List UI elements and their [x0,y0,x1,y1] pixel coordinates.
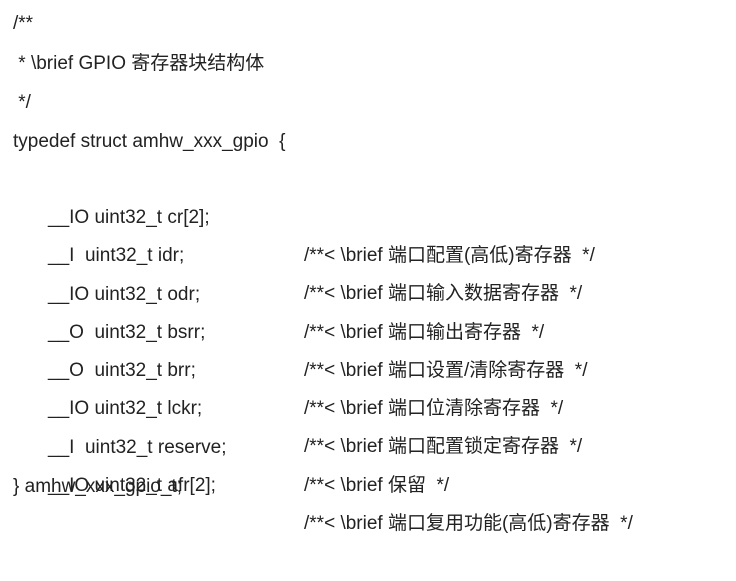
doc-comment-brief: * \brief GPIO 寄存器块结构体 [13,53,265,74]
member-comment: /**< \brief 端口设置/清除寄存器 */ [304,360,588,381]
member-declaration: __I uint32_t reserve; [48,437,227,458]
doc-comment-close: */ [13,92,31,113]
doc-comment-open: /** [13,13,34,34]
member-comment: /**< \brief 端口配置锁定寄存器 */ [304,436,583,457]
struct-member-row: __I uint32_t reserve; /**< \brief 保留 */ [0,391,736,496]
member-declaration: __IO uint32_t odr; [48,284,201,305]
member-comment: /**< \brief 保留 */ [304,475,450,496]
member-declaration: __O uint32_t bsrr; [48,322,206,343]
struct-member-row: __O uint32_t brr; /**< \brief 端口位清除寄存器 *… [0,314,736,419]
struct-member-row: __IO uint32_t afr[2]; /**< \brief 端口复用功能… [0,429,736,534]
struct-member-row: __IO uint32_t lckr; /**< \brief 端口配置锁定寄存… [0,352,736,457]
member-declaration: __I uint32_t idr; [48,245,185,266]
member-declaration: __IO uint32_t cr[2]; [48,207,210,228]
member-declaration: __O uint32_t brr; [48,360,196,381]
code-block: /** * \brief GPIO 寄存器块结构体 */ typedef str… [0,13,736,534]
member-comment: /**< \brief 端口复用功能(高低)寄存器 */ [304,513,633,534]
struct-member-row: __I uint32_t idr; /**< \brief 端口输入数据寄存器 … [0,199,736,304]
struct-member-row: __IO uint32_t cr[2]; /**< \brief 端口配置(高低… [0,161,736,266]
member-comment: /**< \brief 端口位清除寄存器 */ [304,398,564,419]
struct-declaration-close: } amhw_xxx_gpio_t; [13,476,182,497]
struct-member-row: __IO uint32_t odr; /**< \brief 端口输出寄存器 *… [0,238,736,343]
member-comment: /**< \brief 端口输入数据寄存器 */ [304,283,583,304]
member-declaration: __IO uint32_t lckr; [48,398,203,419]
struct-declaration-open: typedef struct amhw_xxx_gpio { [13,131,286,152]
member-comment: /**< \brief 端口配置(高低)寄存器 */ [304,245,595,266]
struct-member-row: __O uint32_t bsrr; /**< \brief 端口设置/清除寄存… [0,276,736,381]
member-declaration: __IO uint32_t afr[2]; [48,475,216,496]
member-comment: /**< \brief 端口输出寄存器 */ [304,322,545,343]
